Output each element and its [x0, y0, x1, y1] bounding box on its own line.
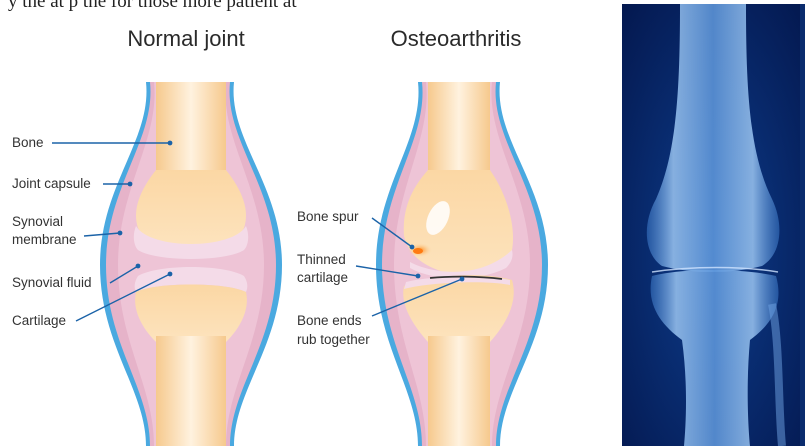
lower-bone-shaft: [156, 336, 226, 446]
leader-dot-bone-ends: [460, 277, 465, 282]
label-bone-ends-2: rub together: [297, 332, 370, 347]
bone-spur-core: [413, 248, 423, 254]
osteoarthritis-joint: Osteoarthritis Bone spur Thinned cartila…: [297, 26, 548, 446]
label-joint-capsule: Joint capsule: [12, 176, 91, 191]
label-bone: Bone: [12, 135, 44, 150]
leader-dot-bone-spur: [410, 245, 415, 250]
osteoarthritis-title: Osteoarthritis: [391, 26, 522, 51]
oa-upper-bone-head: [404, 170, 513, 276]
label-thinned-cartilage-1: Thinned: [297, 252, 346, 267]
label-synovial-membrane-1: Synovial: [12, 214, 63, 229]
label-synovial-membrane-2: membrane: [12, 232, 77, 247]
leader-dot-joint-capsule: [128, 182, 133, 187]
normal-joint: Normal joint Bone Joint capsule Synovial…: [12, 26, 282, 446]
knee-xray-image: [622, 4, 805, 446]
label-cartilage: Cartilage: [12, 313, 66, 328]
label-bone-ends-1: Bone ends: [297, 313, 362, 328]
label-bone-spur: Bone spur: [297, 209, 359, 224]
lower-bone-head: [135, 285, 247, 343]
label-thinned-cartilage-2: cartilage: [297, 270, 348, 285]
leader-dot-synovial-membrane: [118, 231, 123, 236]
oa-lower-bone-shaft: [428, 336, 490, 446]
xray-right-edge: [800, 4, 805, 446]
upper-bone-head: [136, 170, 246, 246]
leader-dot-cartilage: [168, 272, 173, 277]
leader-dot-thinned-cartilage: [416, 274, 421, 279]
joint-comparison-diagram: Normal joint Bone Joint capsule Synovial…: [0, 0, 620, 446]
label-synovial-fluid: Synovial fluid: [12, 275, 92, 290]
normal-joint-title: Normal joint: [127, 26, 244, 51]
leader-dot-bone: [168, 141, 173, 146]
leader-dot-synovial-fluid: [136, 264, 141, 269]
